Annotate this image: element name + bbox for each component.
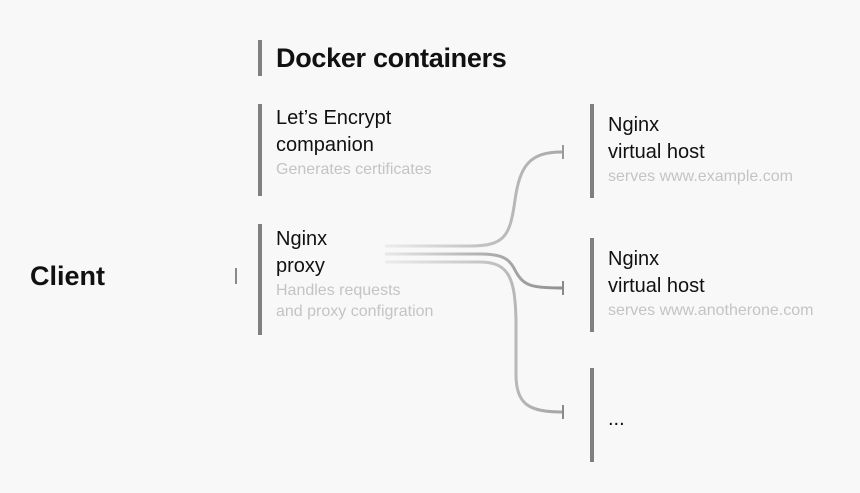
vhost1-title-line1: Nginx	[608, 114, 660, 136]
connector-proxy-more	[385, 260, 563, 414]
letsencrypt-title-line2: companion	[276, 134, 374, 156]
heading-bar	[258, 40, 262, 76]
vhost1-subtitle: serves www.example.com	[608, 168, 793, 185]
proxy-subtitle-line2: and proxy configration	[276, 303, 434, 320]
vhost1-bar	[590, 104, 594, 198]
vhost2-title-line2: virtual host	[608, 275, 705, 297]
proxy-node: Nginx proxy Handles requests and proxy c…	[276, 226, 433, 322]
vhost2-title-line1: Nginx	[608, 248, 660, 270]
vhost1-title-line2: virtual host	[608, 141, 705, 163]
proxy-bar	[258, 224, 262, 335]
more-ellipsis: ...	[608, 408, 625, 430]
vhost2-node: Nginx virtual host serves www.anotherone…	[608, 246, 813, 321]
proxy-title-line2: proxy	[276, 255, 325, 277]
more-node: ...	[608, 406, 625, 433]
letsencrypt-subtitle: Generates certificates	[276, 161, 432, 178]
vhost2-bar	[590, 238, 594, 332]
heading-title: Docker containers	[276, 43, 507, 73]
connector-proxy-vhost1	[385, 150, 563, 248]
proxy-subtitle-line1: Handles requests	[276, 282, 401, 299]
letsencrypt-node: Let’s Encrypt companion Generates certif…	[276, 105, 432, 180]
client-label: Client	[30, 261, 106, 291]
proxy-title-line1: Nginx	[276, 228, 328, 250]
vhost2-subtitle: serves www.anotherone.com	[608, 302, 814, 319]
letsencrypt-title-line1: Let’s Encrypt	[276, 107, 392, 129]
vhost1-node: Nginx virtual host serves www.example.co…	[608, 112, 793, 187]
letsencrypt-bar	[258, 104, 262, 196]
connector-proxy-vhost2	[385, 252, 563, 290]
more-bar	[590, 368, 594, 462]
